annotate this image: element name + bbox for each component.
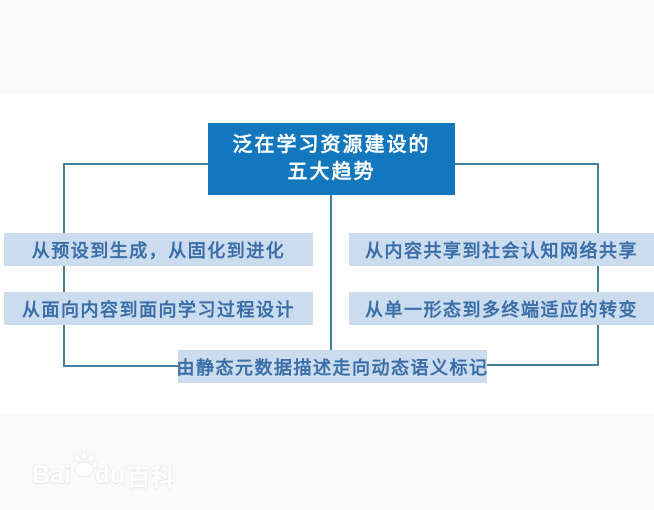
connector-bottom-left-horizontal — [63, 365, 178, 367]
branch-box-static-metadata-to-dynamic-semantic: 由静态元数据描述走向动态语义标记 — [176, 350, 489, 383]
branch-label: 从面向内容到面向学习过程设计 — [22, 299, 295, 320]
branch-label: 由静态元数据描述走向动态语义标记 — [176, 357, 489, 378]
baidu-paw-icon — [69, 451, 99, 486]
root-title-line1: 泛在学习资源建设的 — [232, 134, 431, 156]
branch-box-content-to-process-design: 从面向内容到面向学习过程设计 — [4, 292, 313, 325]
connector-bottom-right-horizontal — [487, 364, 599, 366]
connector-top-left-horizontal — [63, 163, 208, 165]
branch-box-single-form-to-multi-terminal: 从单一形态到多终端适应的转变 — [349, 292, 654, 325]
connector-top-right-horizontal — [455, 163, 599, 165]
watermark-latin-prefix: Bai — [32, 461, 71, 489]
baidu-baike-watermark: Bai du 百科 — [32, 451, 175, 493]
watermark-latin-mid: du — [94, 461, 126, 489]
root-title-line2: 五大趋势 — [287, 161, 376, 183]
branch-label: 从单一形态到多终端适应的转变 — [365, 299, 638, 320]
connector-center-vertical — [330, 195, 332, 350]
branch-label: 从内容共享到社会认知网络共享 — [365, 240, 638, 261]
root-box: 泛在学习资源建设的 五大趋势 — [208, 123, 455, 195]
branch-label: 从预设到生成，从固化到进化 — [31, 240, 286, 261]
branch-box-content-sharing-to-social-network: 从内容共享到社会认知网络共享 — [349, 233, 654, 266]
watermark-cjk-suffix: 百科 — [126, 465, 175, 492]
branch-box-preset-to-generation: 从预设到生成，从固化到进化 — [4, 233, 313, 266]
